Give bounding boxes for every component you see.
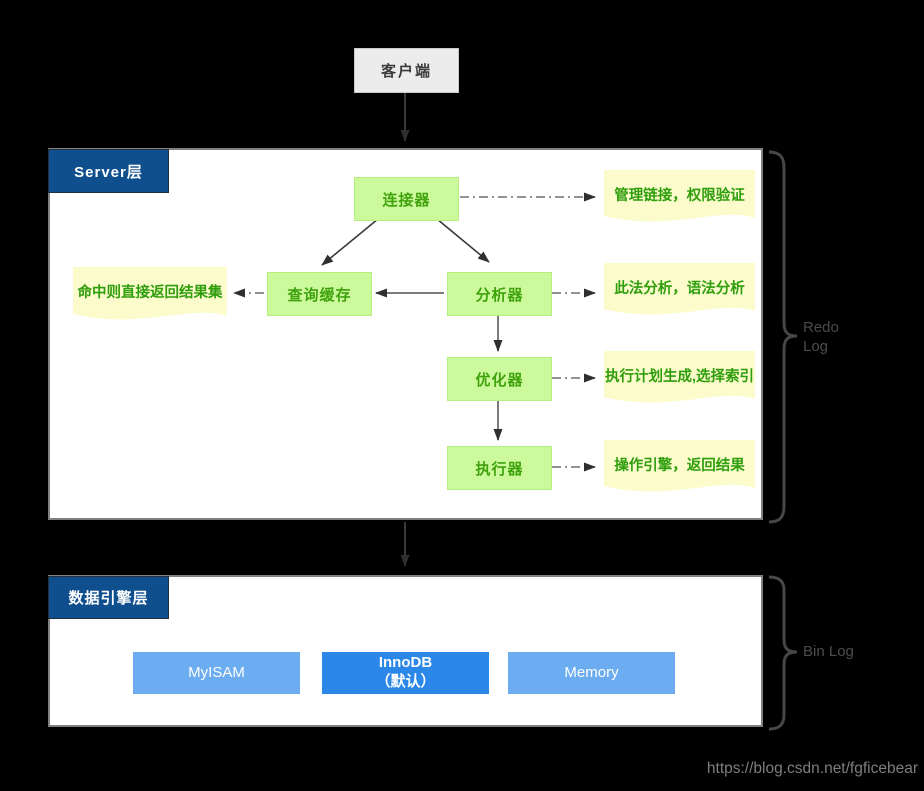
operate-note: 操作引擎，返回结果 bbox=[603, 440, 756, 497]
parse-note: 此法分析，语法分析 bbox=[603, 263, 756, 320]
client-box: 客户端 bbox=[354, 48, 459, 93]
manage-note-label: 管理链接，权限验证 bbox=[614, 188, 745, 204]
engine-innodb: InnoDB （默认） bbox=[322, 652, 489, 694]
optimizer-label: 优化器 bbox=[475, 371, 524, 389]
note-shape bbox=[604, 170, 755, 222]
watermark-url: https://blog.csdn.net/fgficebear bbox=[706, 760, 918, 777]
connector-label: 连接器 bbox=[382, 191, 431, 209]
hit-note-label: 命中则直接返回结果集 bbox=[77, 285, 223, 301]
manage-note: 管理链接，权限验证 bbox=[603, 170, 756, 227]
engine-innodb-label: InnoDB bbox=[378, 654, 433, 672]
engine-myisam-label: MyISAM bbox=[188, 663, 245, 681]
note-shape bbox=[73, 267, 227, 320]
client-label: 客户端 bbox=[380, 63, 432, 80]
analyzer-box: 分析器 bbox=[447, 272, 552, 316]
connector-box: 连接器 bbox=[354, 177, 459, 221]
engine-layer-tab: 数据引擎层 bbox=[48, 576, 169, 619]
query-cache-label: 查询缓存 bbox=[287, 286, 352, 304]
hit-note: 命中则直接返回结果集 bbox=[72, 267, 228, 325]
plan-note-label: 执行计划生成,选择索引 bbox=[604, 369, 755, 385]
bin-log-brace bbox=[768, 575, 798, 731]
analyzer-label: 分析器 bbox=[475, 286, 524, 304]
plan-note: 执行计划生成,选择索引 bbox=[603, 351, 756, 408]
note-shape bbox=[604, 440, 755, 492]
engine-memory-label: Memory bbox=[564, 663, 619, 681]
server-layer-tab: Server层 bbox=[48, 149, 169, 193]
redo-log-label: Redo Log bbox=[803, 319, 839, 355]
engine-memory: Memory bbox=[508, 652, 675, 694]
engine-innodb-sublabel: （默认） bbox=[375, 673, 436, 690]
operate-note-label: 操作引擎，返回结果 bbox=[614, 458, 745, 474]
optimizer-box: 优化器 bbox=[447, 357, 552, 401]
query-cache-box: 查询缓存 bbox=[267, 272, 372, 316]
server-layer-tab-label: Server层 bbox=[74, 163, 143, 181]
engine-myisam: MyISAM bbox=[133, 652, 300, 694]
redo-log-brace bbox=[768, 150, 798, 524]
executor-box: 执行器 bbox=[447, 446, 552, 490]
executor-label: 执行器 bbox=[475, 460, 524, 478]
engine-layer-tab-label: 数据引擎层 bbox=[68, 590, 149, 607]
note-shape bbox=[604, 263, 755, 315]
parse-note-label: 此法分析，语法分析 bbox=[614, 281, 745, 297]
note-shape bbox=[604, 351, 755, 403]
bin-log-label: Bin Log bbox=[803, 643, 854, 660]
